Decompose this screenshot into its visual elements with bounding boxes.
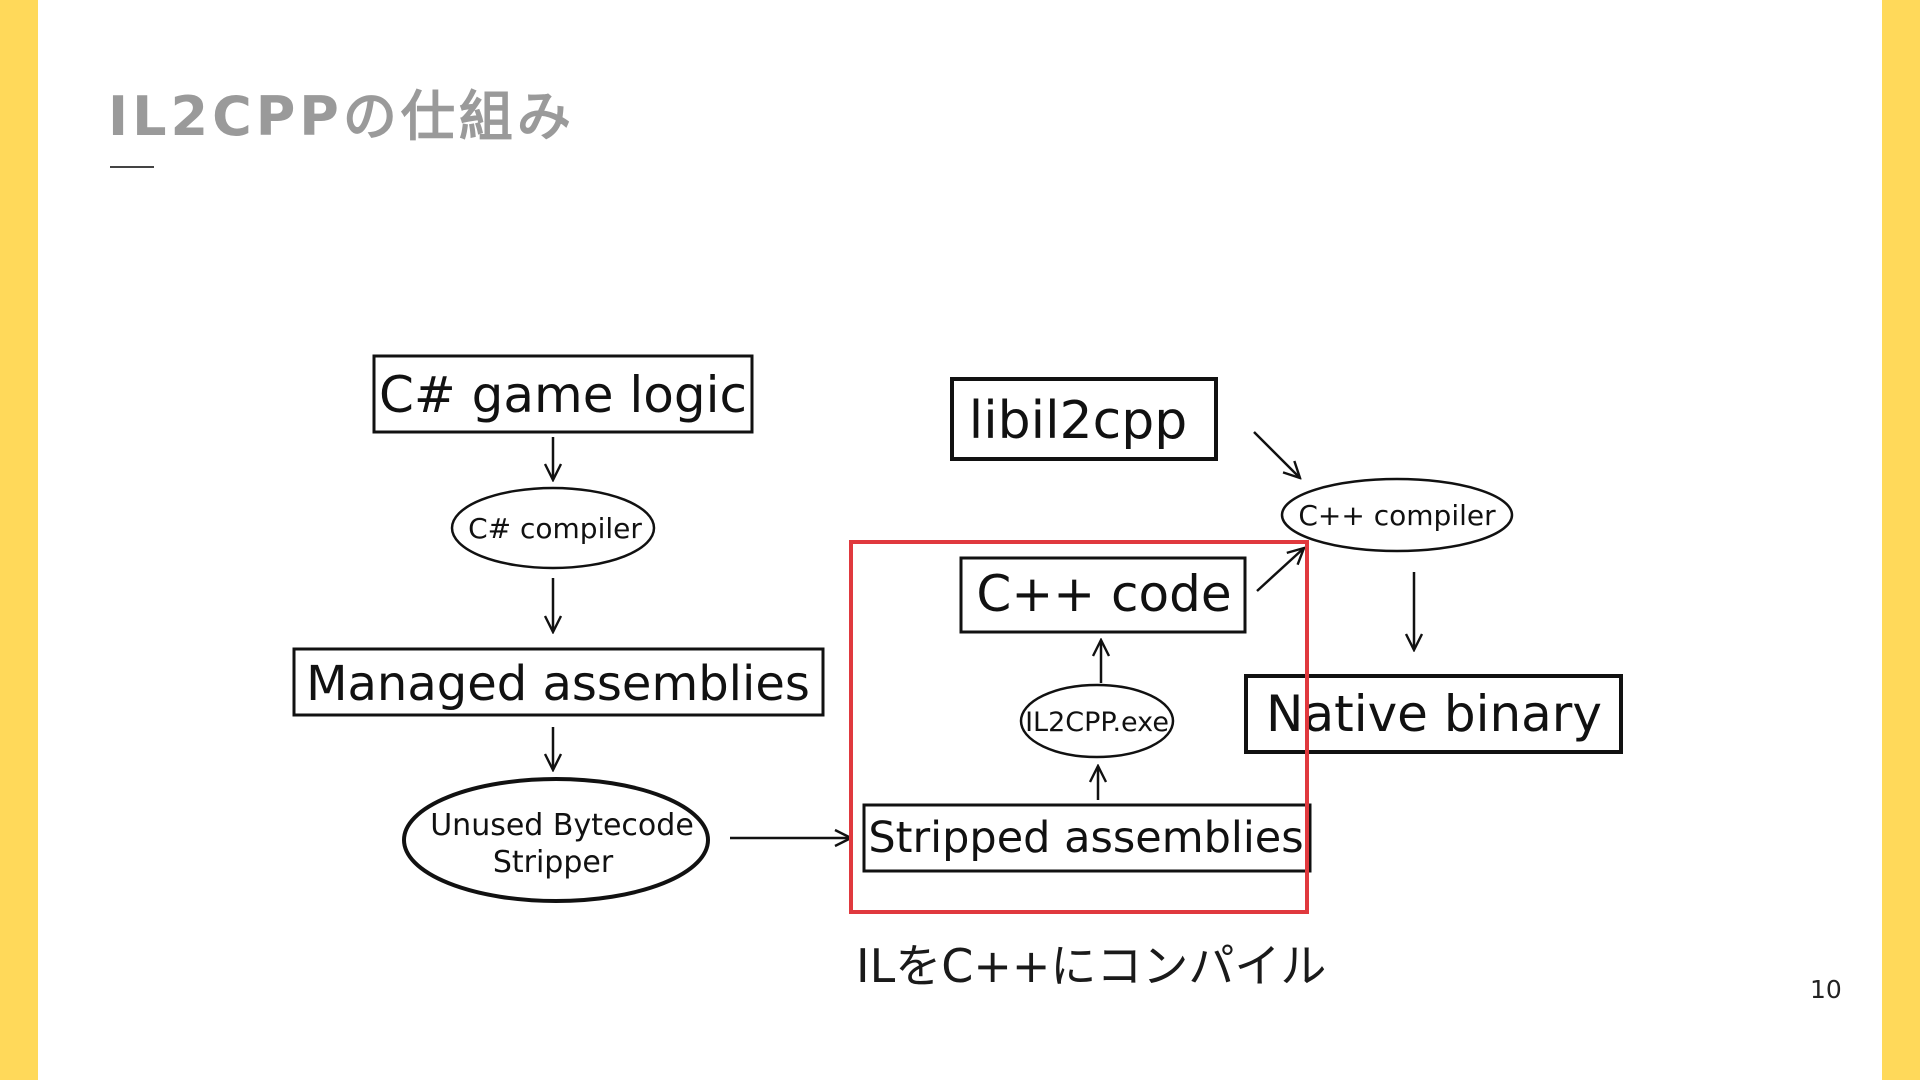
node-libil2cpp: libil2cpp xyxy=(950,377,1218,461)
stripper-label-line2: Stripper xyxy=(493,845,614,880)
native-binary-label: Native binary xyxy=(1266,685,1602,743)
node-stripped-assemblies: Stripped assemblies xyxy=(862,803,1312,873)
node-cpp-code: C++ code xyxy=(959,556,1247,634)
node-csharp-compiler: C# compiler xyxy=(450,486,656,570)
arrow-libil2cpp-to-cppcompiler xyxy=(1253,431,1300,478)
managed-assemblies-label: Managed assemblies xyxy=(306,656,810,712)
stripper-label-line1: Unused Bytecode xyxy=(430,808,694,843)
node-managed-assemblies: Managed assemblies xyxy=(292,647,825,717)
cpp-code-label: C++ code xyxy=(976,565,1231,623)
csharp-game-logic-label: C# game logic xyxy=(379,366,747,424)
highlight-box xyxy=(849,540,1309,914)
node-il2cpp-exe: IL2CPP.exe xyxy=(1019,683,1175,759)
node-native-binary: Native binary xyxy=(1244,674,1623,754)
node-csharp-game-logic: C# game logic xyxy=(372,354,754,434)
left-accent-bar xyxy=(0,0,38,1080)
page-number: 10 xyxy=(1810,975,1842,1004)
cpp-compiler-label: C++ compiler xyxy=(1298,499,1496,532)
highlight-caption: ILをC++にコンパイル xyxy=(856,939,1327,993)
arrow-cppcode-to-cppcompiler xyxy=(1256,548,1304,592)
csharp-compiler-label: C# compiler xyxy=(468,512,642,545)
slide-title: IL2CPPの仕組み xyxy=(108,85,575,148)
node-cpp-compiler: C++ compiler xyxy=(1280,477,1514,553)
right-accent-bar xyxy=(1882,0,1920,1080)
stripped-assemblies-label: Stripped assemblies xyxy=(868,813,1303,863)
node-unused-bytecode-stripper: Unused Bytecode Stripper xyxy=(402,777,710,903)
libil2cpp-label: libil2cpp xyxy=(969,391,1188,451)
il2cpp-exe-label: IL2CPP.exe xyxy=(1025,707,1169,738)
title-underline xyxy=(110,166,154,168)
